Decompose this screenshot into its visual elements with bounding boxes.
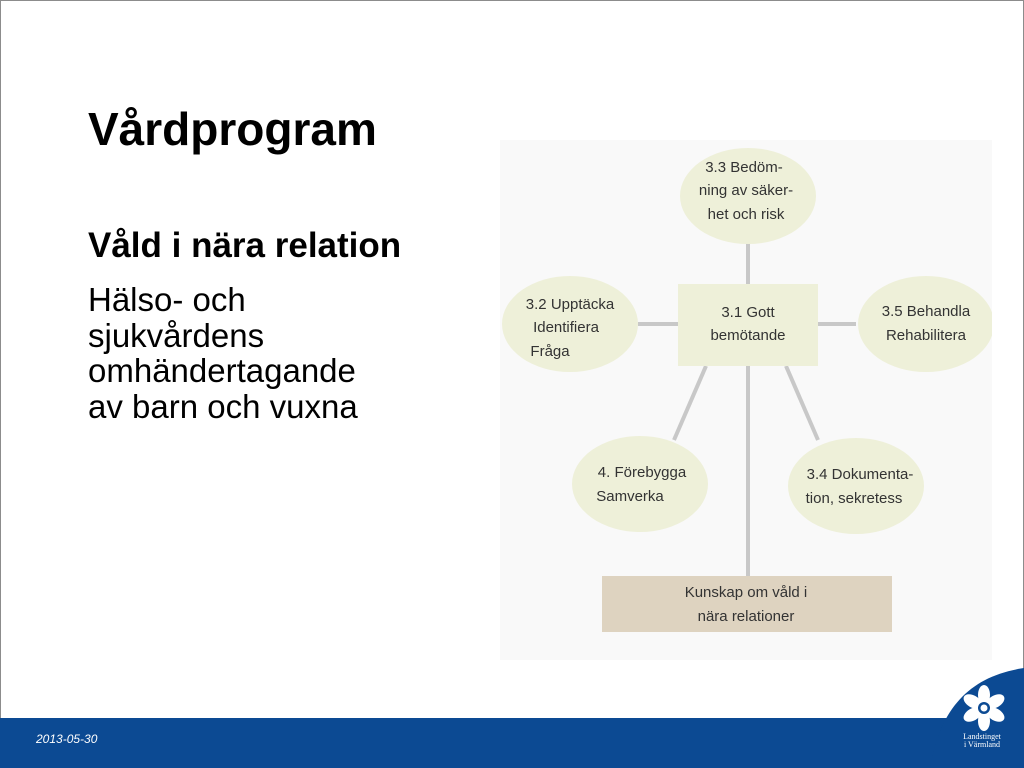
node-center-line-2: bemötande [710, 327, 785, 344]
footer-bar [0, 718, 1024, 768]
slide-subtitle: Våld i nära relation [88, 226, 402, 265]
slide-title: Vårdprogram [88, 103, 377, 155]
node-rehabilitate: 3.5 Behandla Rehabilitera [858, 276, 992, 372]
node-documentation-line-1: 3.4 Dokumenta- [807, 466, 914, 483]
node-base-line-1: Kunskap om våld i [685, 584, 808, 601]
node-rehabilitate-line-1: 3.5 Behandla [882, 303, 971, 320]
node-knowledge-base: Kunskap om våld i nära relationer [602, 576, 892, 632]
node-treatment-approach: 3.1 Gott bemötande [678, 284, 818, 366]
node-detect-line-1: 3.2 Upptäcka [526, 296, 615, 313]
flower-star-icon [963, 685, 1005, 731]
node-detect: 3.2 Upptäcka Identifiera Fråga [502, 276, 638, 372]
node-detect-line-3: Fråga [530, 343, 570, 360]
node-prevent: 4. Förebygga Samverka [572, 436, 708, 532]
node-prevent-line-1: 4. Förebygga [598, 464, 687, 481]
node-detect-line-2: Identifiera [533, 319, 600, 336]
connector-bottom-right [784, 365, 820, 441]
node-assessment-line-2: ning av säker- [699, 182, 793, 199]
node-prevent-line-2: Samverka [596, 488, 664, 505]
node-assessment-line-3: het och risk [708, 206, 785, 223]
logo-tab [930, 668, 1024, 768]
node-documentation: 3.4 Dokumenta- tion, sekretess [788, 438, 924, 534]
node-base-line-2: nära relationer [698, 608, 795, 625]
node-documentation-line-2: tion, sekretess [806, 490, 903, 507]
footer-date: 2013-05-30 [36, 732, 98, 746]
slide-body-text: Hälso- och sjukvårdens omhändertagande a… [88, 281, 358, 425]
node-assessment: 3.3 Bedöm- ning av säker- het och risk [680, 148, 816, 244]
connector-bottom-left [672, 365, 708, 441]
node-assessment-line-1: 3.3 Bedöm- [705, 159, 783, 176]
node-rehabilitate-line-2: Rehabilitera [886, 327, 967, 344]
node-center-line-1: 3.1 Gott [721, 304, 775, 321]
care-program-diagram: 3.3 Bedöm- ning av säker- het och risk 3… [500, 140, 992, 660]
logo-text: Landstinget i Värmland [963, 732, 1001, 750]
